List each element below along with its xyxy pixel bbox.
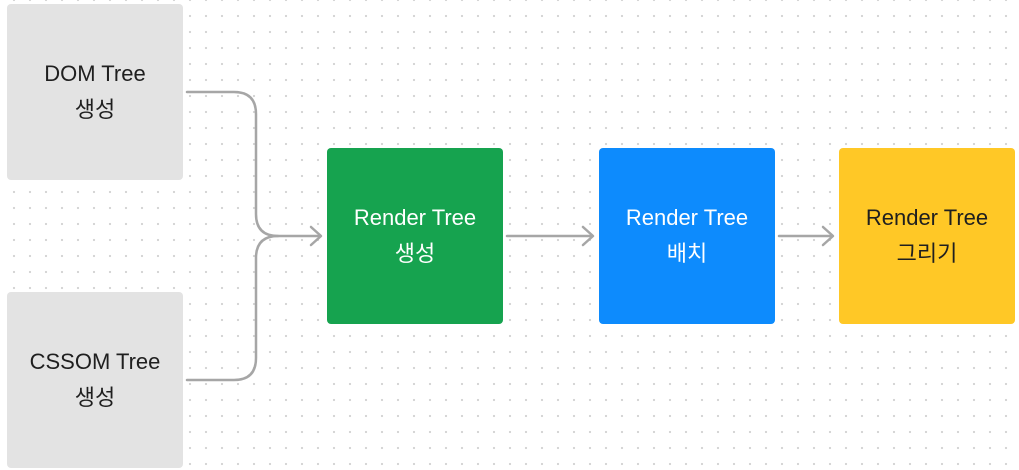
render-tree-layout-title: Render Tree [625,205,749,230]
render-tree-paint-action: 그리기 [896,241,958,266]
merge-arrowhead [309,225,323,247]
cssom-to-render-connector [185,234,280,382]
render-tree-paint-node: Render Tree 그리기 [839,148,1015,324]
dom-tree-node: DOM Tree 생성 [7,4,183,180]
dom-to-render-connector [185,90,322,238]
render-tree-construct-title: Render Tree [353,205,477,230]
cssom-tree-title: CSSOM Tree [29,349,161,374]
render-tree-layout-action: 배치 [666,241,708,266]
construct-to-layout-arrow [505,225,595,247]
dom-tree-title: DOM Tree [44,61,146,86]
cssom-tree-action: 생성 [74,385,116,410]
dom-tree-action: 생성 [74,97,116,122]
render-tree-construct-node: Render Tree 생성 [327,148,503,324]
render-tree-paint-title: Render Tree [865,205,989,230]
cssom-tree-node: CSSOM Tree 생성 [7,292,183,468]
render-tree-layout-node: Render Tree 배치 [599,148,775,324]
layout-to-paint-arrow [777,225,835,247]
render-tree-construct-action: 생성 [394,241,436,266]
